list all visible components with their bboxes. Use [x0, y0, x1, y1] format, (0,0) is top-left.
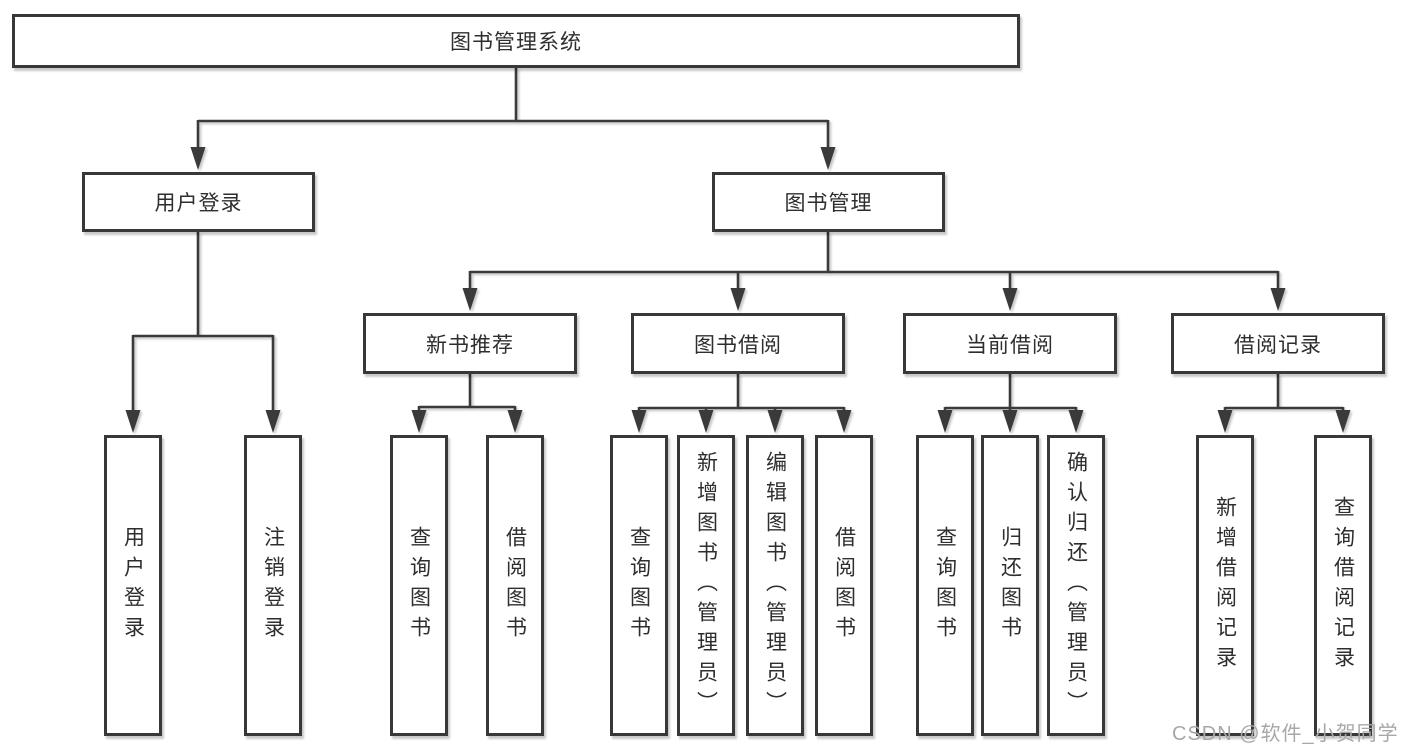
leaf-label: 新增图书（管理员） [694, 450, 718, 721]
leaf-label: 用户登录 [121, 525, 145, 646]
leaf-borrow-books: 借阅图书 [815, 435, 873, 736]
leaf-borrow-books: 借阅图书 [486, 435, 544, 736]
node-book-management: 图书管理 [712, 172, 945, 232]
node-library-system: 图书管理系统 [12, 14, 1020, 68]
leaf-add-book-admin: 新增图书（管理员） [677, 435, 735, 736]
leaf-label: 注销登录 [261, 525, 285, 646]
watermark: CSDN @软件_小贺同学 [1172, 723, 1399, 745]
leaf-return-book: 归还图书 [981, 435, 1039, 736]
node-label: 用户登录 [154, 192, 243, 215]
leaf-label: 查询图书 [933, 525, 957, 646]
leaf-logout: 注销登录 [244, 435, 302, 736]
leaf-add-borrow-record: 新增借阅记录 [1196, 435, 1254, 736]
node-borrowing-records: 借阅记录 [1171, 313, 1385, 374]
node-book-borrowing: 图书借阅 [631, 313, 845, 374]
leaf-query-books: 查询图书 [390, 435, 448, 736]
node-label: 图书管理 [784, 192, 873, 215]
leaf-user-login: 用户登录 [104, 435, 162, 736]
node-label: 借阅记录 [1234, 333, 1322, 357]
node-label: 图书管理系统 [450, 31, 582, 54]
node-user-login: 用户登录 [82, 172, 315, 232]
leaf-query-books: 查询图书 [916, 435, 974, 736]
leaf-label: 借阅图书 [503, 525, 527, 646]
leaf-query-books: 查询图书 [610, 435, 668, 736]
leaf-edit-book-admin: 编辑图书（管理员） [746, 435, 804, 736]
leaf-label: 确认归还（管理员） [1064, 450, 1088, 721]
leaf-label: 查询图书 [627, 525, 651, 646]
node-label: 图书借阅 [694, 333, 782, 357]
leaf-confirm-return-admin: 确认归还（管理员） [1047, 435, 1105, 736]
node-label: 当前借阅 [966, 333, 1054, 357]
leaf-query-borrow-record: 查询借阅记录 [1314, 435, 1372, 736]
leaf-label: 查询借阅记录 [1331, 495, 1355, 676]
leaf-label: 归还图书 [998, 525, 1022, 646]
leaf-label: 查询图书 [407, 525, 431, 646]
leaf-label: 新增借阅记录 [1213, 495, 1237, 676]
node-label: 新书推荐 [426, 333, 514, 357]
node-current-borrowing: 当前借阅 [903, 313, 1117, 374]
leaf-label: 编辑图书（管理员） [763, 450, 787, 721]
leaf-label: 借阅图书 [832, 525, 856, 646]
node-new-book-recommend: 新书推荐 [363, 313, 577, 374]
